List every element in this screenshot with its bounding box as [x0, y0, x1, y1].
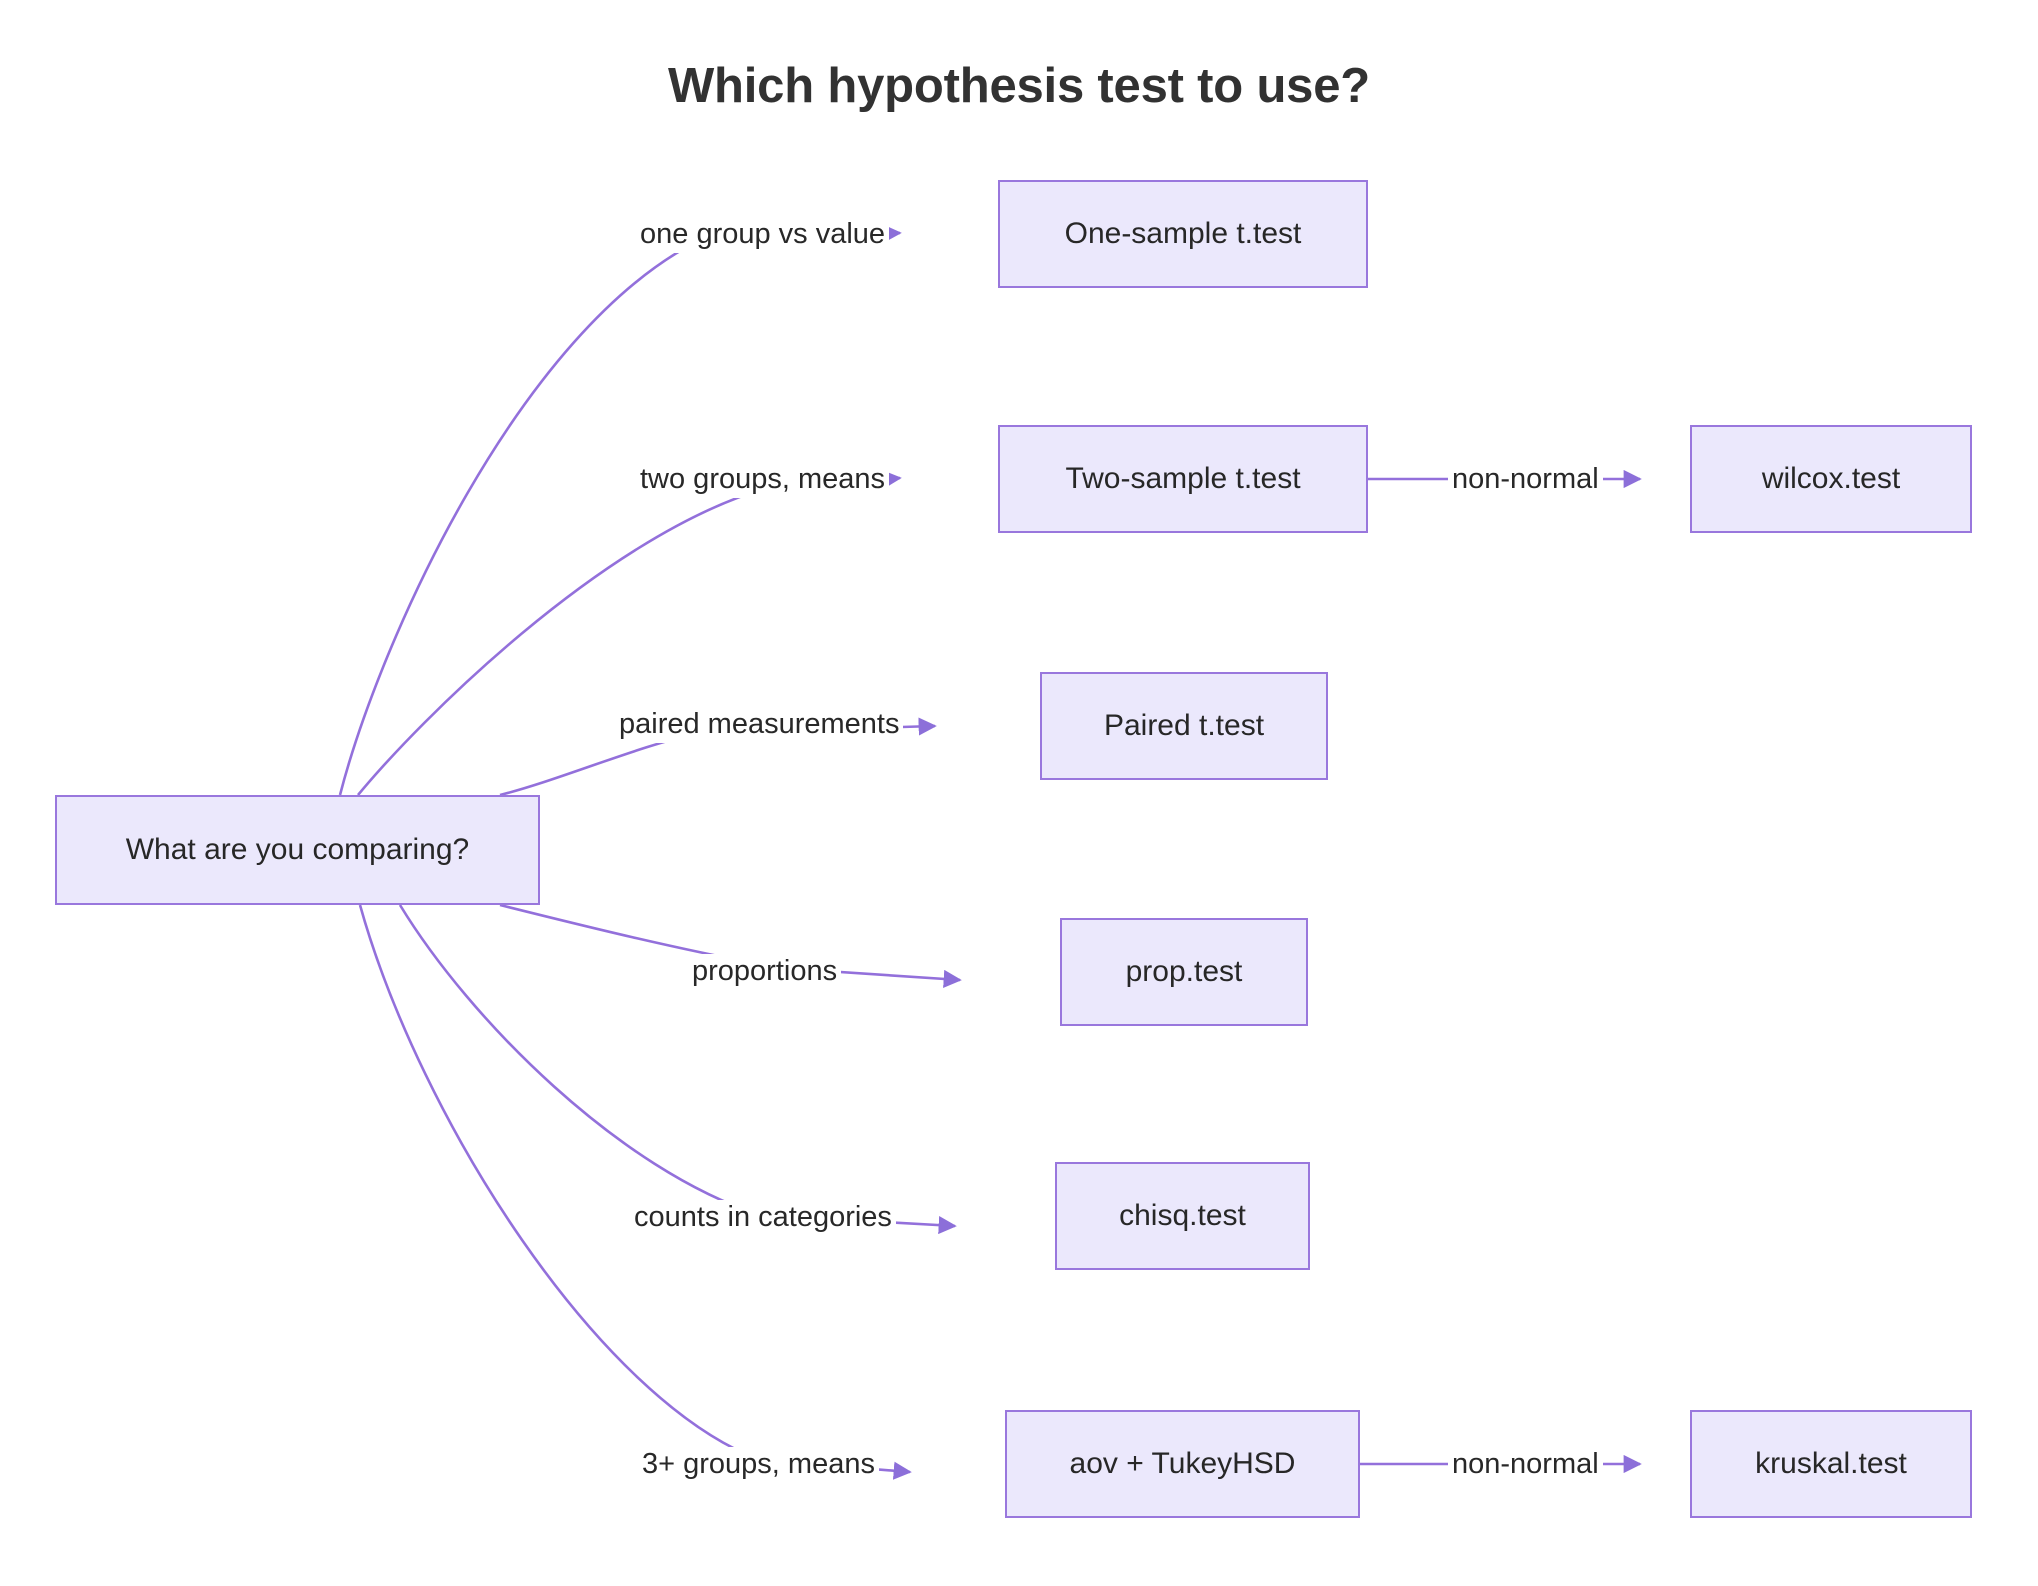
- node-label-aov: aov + TukeyHSD: [1069, 1447, 1296, 1480]
- edge-label-e8: non-normal: [1448, 1447, 1603, 1483]
- edge-label-e4: proportions: [688, 954, 842, 990]
- edge-label-e5: counts in categories: [630, 1200, 896, 1236]
- node-label-prop: prop.test: [1125, 955, 1243, 988]
- node-label-twosample: Two-sample t.test: [1065, 462, 1301, 495]
- node-chisq[interactable]: chisq.test: [1055, 1162, 1310, 1270]
- node-root[interactable]: What are you comparing?: [55, 795, 540, 905]
- node-label-kruskal: kruskal.test: [1755, 1447, 1907, 1480]
- page-title: Which hypothesis test to use?: [667, 59, 1371, 113]
- node-label-root: What are you comparing?: [125, 833, 470, 866]
- node-label-onesample: One-sample t.test: [1064, 217, 1302, 250]
- node-kruskal[interactable]: kruskal.test: [1690, 1410, 1972, 1518]
- edge-label-e3: paired measurements: [615, 707, 904, 743]
- node-wilcox[interactable]: wilcox.test: [1690, 425, 1972, 533]
- node-onesample[interactable]: One-sample t.test: [998, 180, 1368, 288]
- edge-label-e2: two groups, means: [636, 462, 890, 498]
- node-label-paired: Paired t.test: [1103, 709, 1265, 742]
- edge-root-to-aov: [358, 904, 912, 1480]
- node-aov[interactable]: aov + TukeyHSD: [1005, 1410, 1360, 1518]
- edge-label-e7: non-normal: [1448, 462, 1603, 498]
- node-label-wilcox: wilcox.test: [1761, 462, 1901, 495]
- edge-root-to-chisq: [398, 904, 957, 1235]
- edge-label-e6: 3+ groups, means: [638, 1447, 879, 1483]
- edge-root-to-twosample: [356, 470, 902, 796]
- node-twosample[interactable]: Two-sample t.test: [998, 425, 1368, 533]
- edge-label-e1: one group vs value: [636, 217, 890, 253]
- node-prop[interactable]: prop.test: [1060, 918, 1308, 1026]
- node-label-chisq: chisq.test: [1119, 1199, 1246, 1232]
- node-paired[interactable]: Paired t.test: [1040, 672, 1328, 780]
